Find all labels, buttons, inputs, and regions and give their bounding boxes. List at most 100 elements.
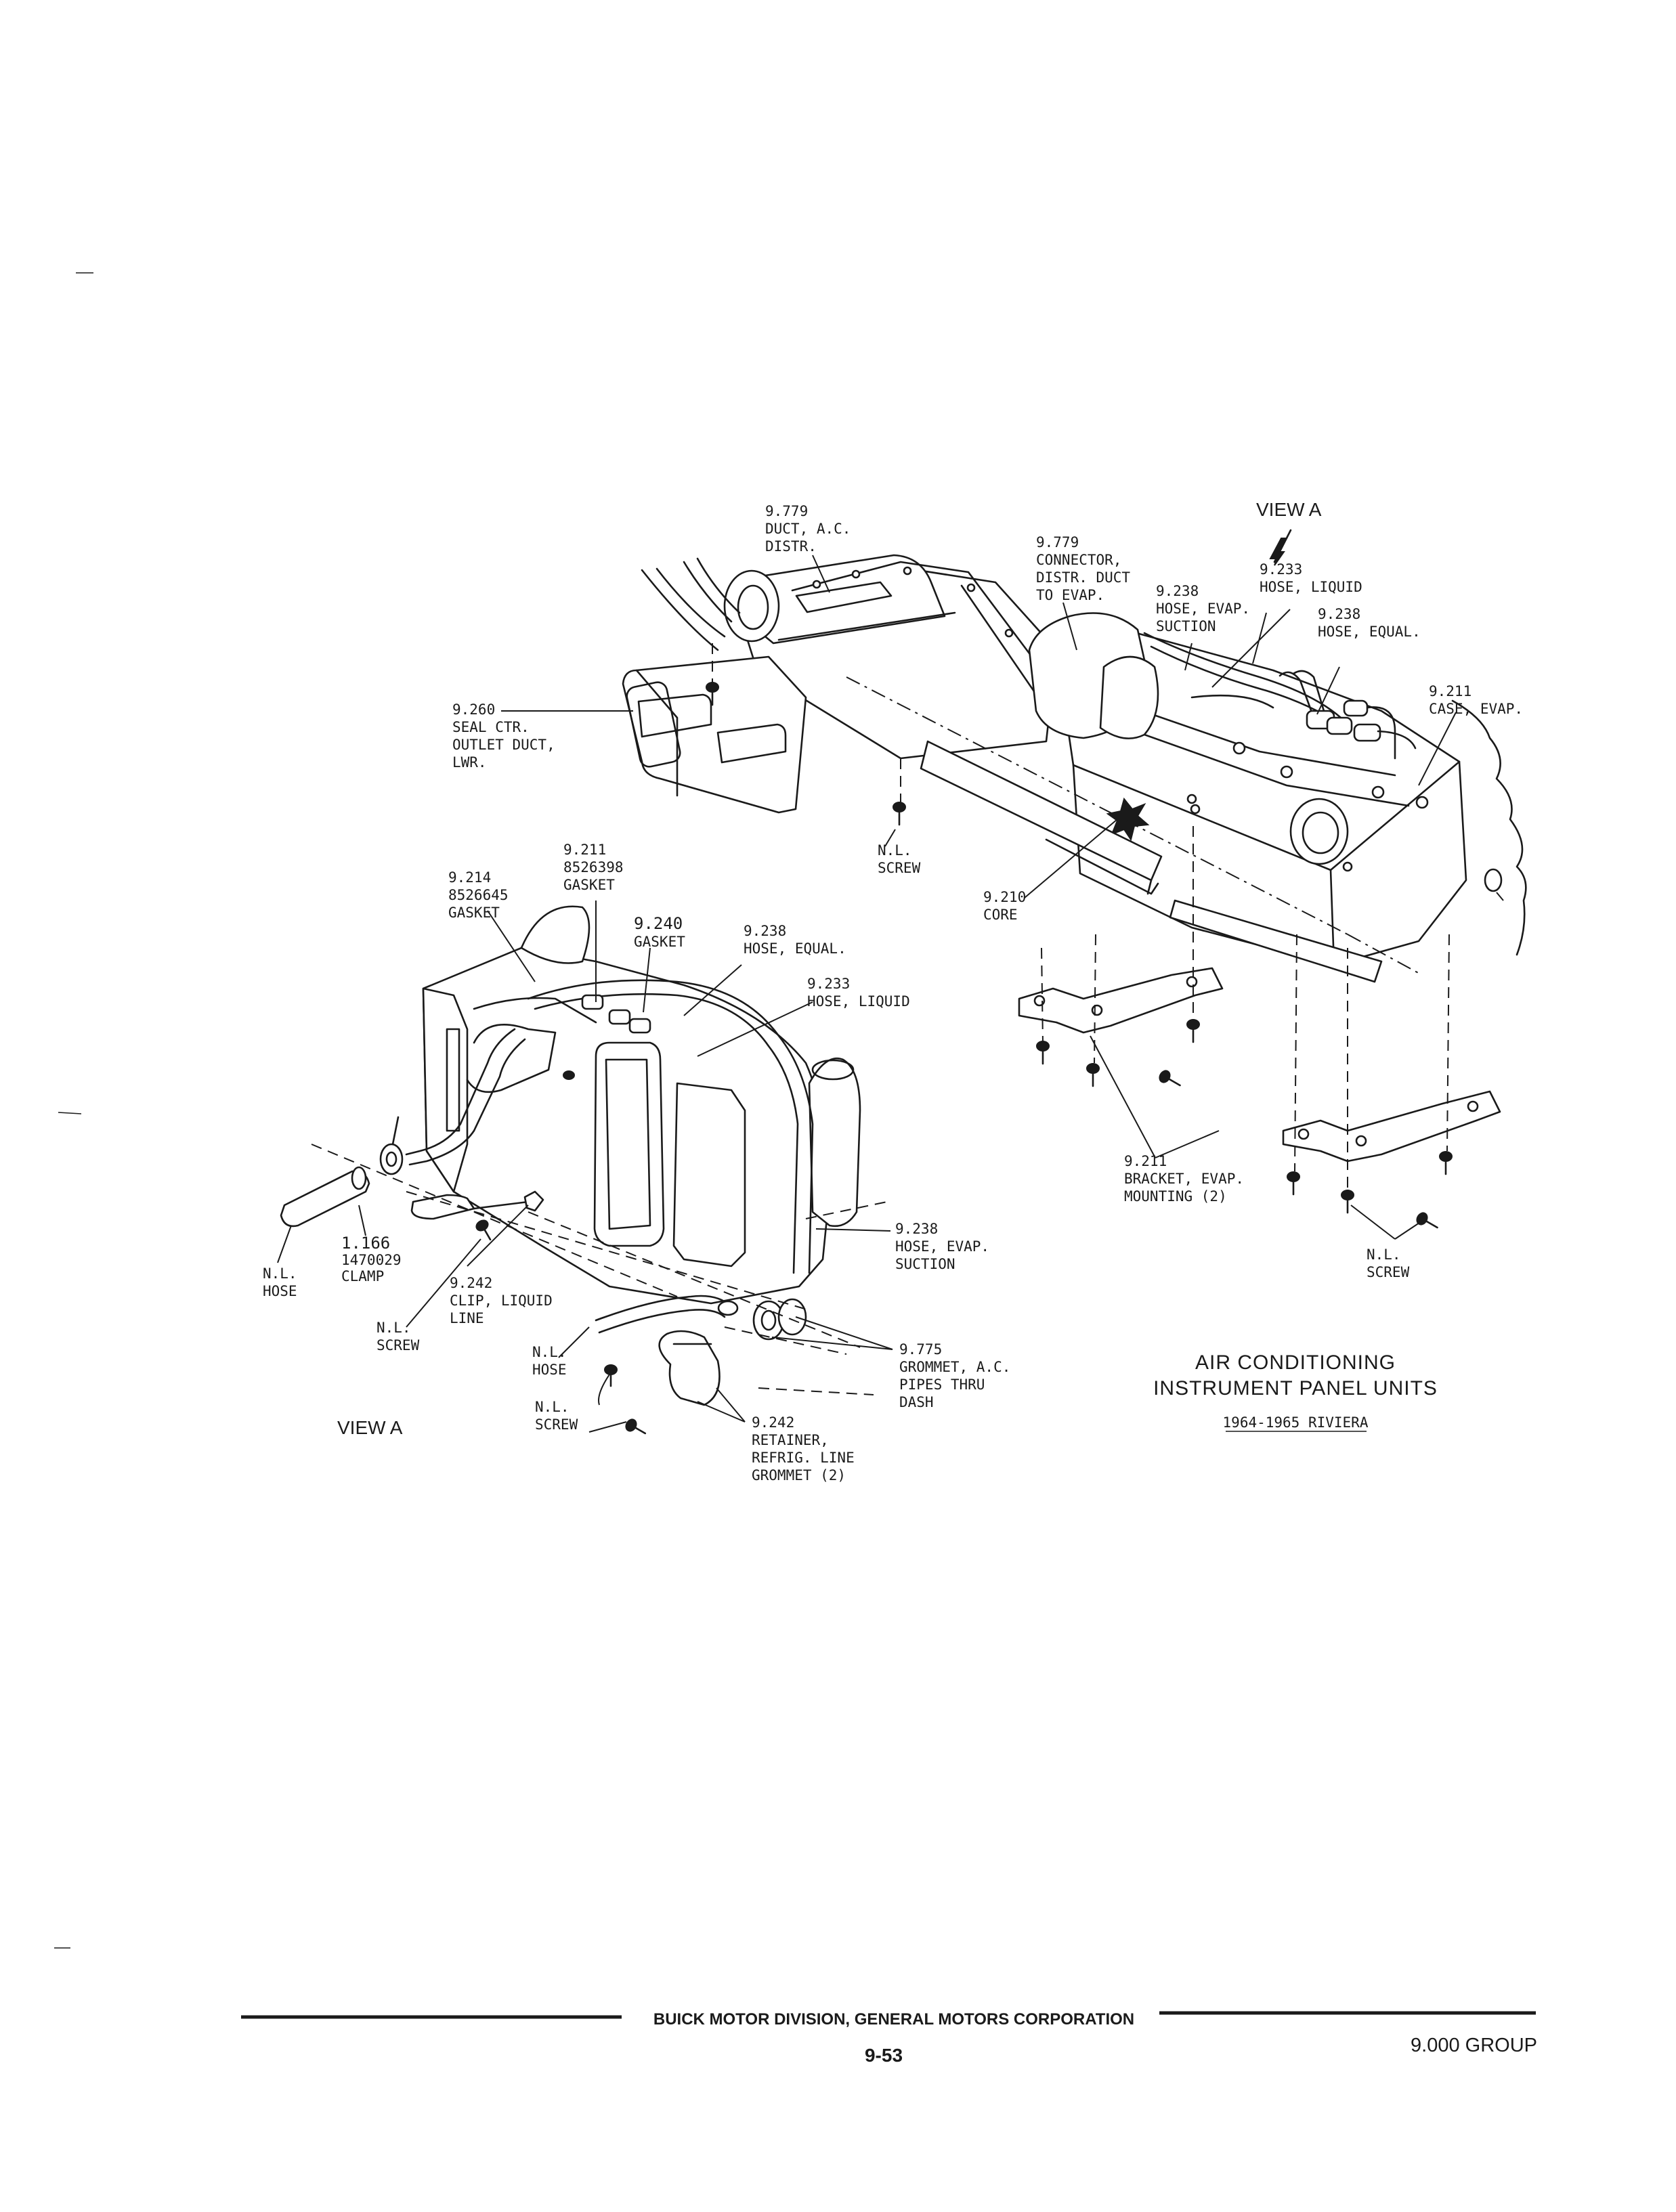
callout-liquid-top-1: HOSE, LIQUID bbox=[1260, 579, 1362, 595]
callout-seal-ctr-1: SEAL CTR. bbox=[452, 719, 530, 735]
callout-core-1: CORE bbox=[983, 907, 1018, 923]
screw-icon bbox=[563, 1070, 575, 1080]
callout-suction-top-2: SUCTION bbox=[1156, 618, 1216, 634]
callout-nl-screw-right-1: SCREW bbox=[1367, 1264, 1410, 1280]
callout-seal-ctr-3: LWR. bbox=[452, 754, 487, 771]
callout-gasket-9211-0: 9.211 bbox=[563, 842, 606, 858]
callout-suction-view-0: 9.238 bbox=[895, 1221, 938, 1237]
callout-suction-view-2: SUCTION bbox=[895, 1256, 955, 1272]
callout-nl-screw-left-1: SCREW bbox=[377, 1337, 420, 1353]
screw-icon bbox=[1159, 1070, 1181, 1087]
page-footer: BUICK MOTOR DIVISION, GENERAL MOTORS COR… bbox=[241, 2010, 1537, 2066]
callout-gasket-9211-1: 8526398 bbox=[563, 859, 624, 875]
callout-clamp-2: CLAMP bbox=[341, 1268, 384, 1284]
callout-nl-hose-left-1: HOSE bbox=[263, 1283, 297, 1299]
mounting-rails bbox=[846, 676, 1423, 983]
callout-nl-hose-left-0: N.L. bbox=[263, 1265, 297, 1282]
callout-case-evap-1: CASE, EVAP. bbox=[1429, 701, 1523, 717]
callout-liquid-view-0: 9.233 bbox=[807, 976, 850, 992]
callout-suction-top-0: 9.238 bbox=[1156, 583, 1199, 599]
callout-retainer-2: REFRIG. LINE bbox=[752, 1450, 855, 1466]
callout-clamp-1: 1470029 bbox=[341, 1252, 402, 1268]
view-a-illustration bbox=[280, 905, 888, 1435]
dash-panel-edge bbox=[1451, 699, 1527, 956]
bracket-evap-mounting-drawing bbox=[1018, 967, 1501, 1163]
callout-equal-top-0: 9.238 bbox=[1318, 606, 1360, 622]
callout-gasket-9240-0: 9.240 bbox=[634, 914, 683, 933]
callout-gasket-9211-2: GASKET bbox=[563, 877, 615, 893]
footer-corporation: BUICK MOTOR DIVISION, GENERAL MOTORS COR… bbox=[653, 2010, 1134, 2029]
screw-icon bbox=[1341, 1190, 1354, 1214]
callout-clamp-0: 1.166 bbox=[341, 1234, 390, 1253]
title-line-2: INSTRUMENT PANEL UNITS bbox=[1153, 1377, 1438, 1400]
callout-clip-liquid-2: LINE bbox=[450, 1310, 484, 1326]
callout-retainer-0: 9.242 bbox=[752, 1414, 794, 1431]
callout-seal-ctr-0: 9.260 bbox=[452, 701, 495, 718]
callout-grommet-2: PIPES THRU bbox=[899, 1376, 985, 1393]
callout-duct-distr-1: DUCT, A.C. bbox=[765, 521, 851, 537]
screw-icon bbox=[625, 1418, 647, 1435]
main-assembly-illustration bbox=[622, 554, 1527, 1229]
callout-suction-top-1: HOSE, EVAP. bbox=[1156, 601, 1250, 617]
callout-nl-screw-mid-0: N.L. bbox=[535, 1399, 570, 1415]
callout-clip-liquid-1: CLIP, LIQUID bbox=[450, 1293, 553, 1309]
callout-grommet-1: GROMMET, A.C. bbox=[899, 1359, 1010, 1375]
callout-liquid-view-1: HOSE, LIQUID bbox=[807, 993, 910, 1010]
view-a-arrow-icon bbox=[1269, 529, 1292, 566]
view-a-label-top: VIEW A bbox=[1256, 499, 1322, 520]
callout-connector-1: CONNECTOR, bbox=[1036, 552, 1121, 568]
callout-equal-top-1: HOSE, EQUAL. bbox=[1318, 624, 1421, 640]
screw-icon bbox=[1287, 1171, 1300, 1196]
callout-grommet-0: 9.775 bbox=[899, 1341, 942, 1358]
title-line-1: AIR CONDITIONING bbox=[1195, 1351, 1396, 1374]
callout-nl-screw-right-0: N.L. bbox=[1367, 1246, 1401, 1263]
callout-duct-distr-2: DISTR. bbox=[765, 538, 817, 555]
callout-retainer-1: RETAINER, bbox=[752, 1432, 829, 1448]
leader-lines bbox=[277, 555, 1457, 1433]
callout-suction-view-1: HOSE, EVAP. bbox=[895, 1238, 989, 1255]
callout-connector-2: DISTR. DUCT bbox=[1036, 569, 1130, 586]
callout-nl-screw-top-1: SCREW bbox=[878, 860, 921, 876]
distribution-duct-drawing bbox=[641, 554, 1058, 760]
title-block: AIR CONDITIONING INSTRUMENT PANEL UNITS … bbox=[1153, 1351, 1438, 1432]
evaporator-case-drawing bbox=[1028, 612, 1467, 966]
margin-scan-marks bbox=[54, 272, 93, 1949]
callout-nl-screw-mid-1: SCREW bbox=[535, 1416, 578, 1433]
seal-ctr-outlet-duct-drawing bbox=[622, 655, 807, 814]
callout-core-0: 9.210 bbox=[983, 889, 1026, 905]
callout-bracket-2: MOUNTING (2) bbox=[1124, 1188, 1227, 1205]
callout-case-evap-0: 9.211 bbox=[1429, 683, 1471, 699]
callout-labels: 9.779 DUCT, A.C. DISTR. 9.779 CONNECTOR,… bbox=[263, 503, 1523, 1483]
callout-bracket-0: 9.211 bbox=[1124, 1153, 1167, 1169]
footer-page-number: 9-53 bbox=[865, 2045, 903, 2066]
callout-nl-screw-left-0: N.L. bbox=[377, 1320, 411, 1336]
callout-retainer-3: GROMMET (2) bbox=[752, 1467, 846, 1483]
callout-grommet-3: DASH bbox=[899, 1394, 934, 1410]
callout-duct-distr-0: 9.779 bbox=[765, 503, 808, 519]
callout-seal-ctr-2: OUTLET DUCT, bbox=[452, 737, 555, 753]
callout-gasket-9214-2: GASKET bbox=[448, 905, 500, 921]
screw-icon bbox=[1086, 1063, 1100, 1087]
callout-liquid-top-0: 9.233 bbox=[1260, 561, 1302, 578]
screws-main bbox=[706, 682, 1453, 1229]
callout-nl-hose-mid-0: N.L. bbox=[532, 1344, 567, 1360]
screw-icon bbox=[1186, 1019, 1200, 1043]
screw-icon bbox=[604, 1364, 618, 1387]
installation-guide-lines bbox=[712, 643, 1504, 1190]
footer-group: 9.000 GROUP bbox=[1411, 2035, 1537, 2056]
title-line-3: 1964-1965 RIVIERA bbox=[1223, 1414, 1369, 1431]
callout-equal-view-1: HOSE, EQUAL. bbox=[744, 940, 846, 957]
view-a-label-bottom: VIEW A bbox=[337, 1417, 403, 1438]
callout-bracket-1: BRACKET, EVAP. bbox=[1124, 1171, 1244, 1187]
screw-icon bbox=[1416, 1212, 1438, 1229]
screw-icon bbox=[893, 802, 906, 826]
screw-icon bbox=[475, 1219, 492, 1241]
callout-connector-3: TO EVAP. bbox=[1036, 587, 1104, 603]
callout-gasket-9214-0: 9.214 bbox=[448, 869, 491, 886]
callout-gasket-9240-1: GASKET bbox=[634, 934, 685, 950]
callout-nl-screw-top-0: N.L. bbox=[878, 842, 912, 859]
callout-equal-view-0: 9.238 bbox=[744, 923, 786, 939]
callout-connector-0: 9.779 bbox=[1036, 534, 1079, 550]
screw-icon bbox=[706, 682, 719, 706]
